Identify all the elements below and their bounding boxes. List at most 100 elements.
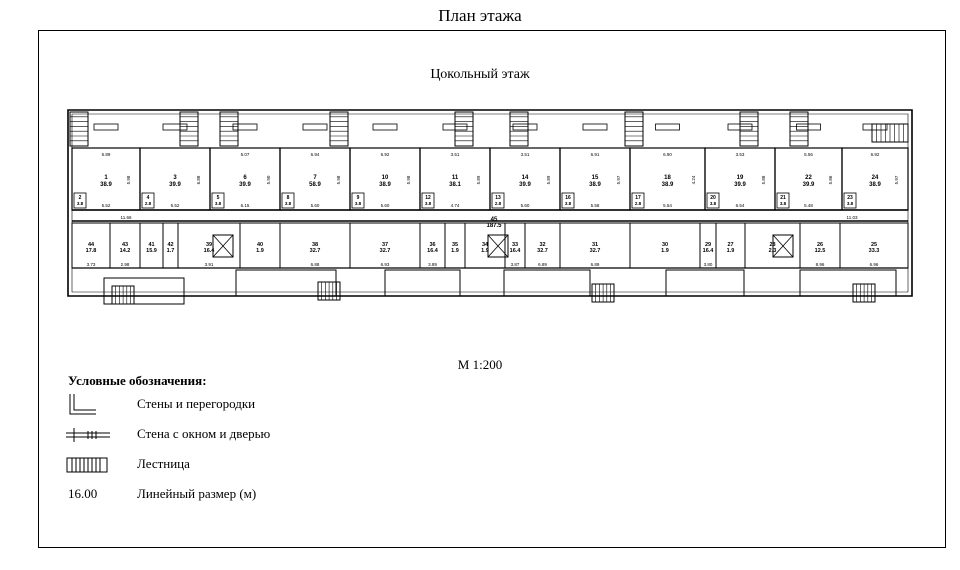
room-20-outline (706, 192, 720, 209)
room-33-number: 33 (512, 242, 518, 248)
room-22-number: 22 (805, 175, 812, 181)
elevator-cross (772, 234, 794, 258)
wall-symbol-icon (69, 394, 96, 415)
room-5-number: 5 (217, 195, 220, 201)
room-24-outline (841, 147, 909, 211)
room-19-dim-top: 3.53 (736, 152, 745, 157)
room-33-dim-bottom: 3.87 (511, 262, 520, 267)
elevator-cross (487, 234, 509, 258)
room-2-area: 3.8 (77, 201, 84, 206)
room-20-number: 20 (710, 195, 716, 201)
room-24-dim-side: 5.97 (894, 175, 899, 184)
room-18-number: 18 (664, 175, 671, 181)
balcony (862, 123, 888, 131)
room-38-dim-bottom: 6.88 (311, 262, 320, 267)
corridor-dim-left: 11.66 (121, 215, 132, 220)
room-11-area: 38.1 (449, 182, 461, 188)
balcony (162, 123, 188, 131)
room-33-area: 16.4 (510, 248, 522, 254)
room-26-dim-bottom: 8.96 (816, 262, 825, 267)
room-6-dim-top: 5.07 (241, 152, 250, 157)
room-21-area: 3.8 (780, 201, 787, 206)
room-36-dim-bottom: 3.89 (428, 262, 437, 267)
stair-flight (179, 111, 199, 147)
room-17-outline (631, 192, 645, 209)
room-29-number: 29 (705, 242, 711, 248)
balcony (512, 123, 538, 131)
room-4-outline (141, 192, 155, 209)
room-18-dim-bottom: 5.54 (663, 203, 672, 208)
entrance-block (799, 269, 897, 297)
room-24-number: 24 (872, 175, 879, 181)
room-19-dim-bottom: 6.54 (736, 203, 745, 208)
room-35-area: 1.9 (451, 248, 459, 254)
room-23-area: 3.8 (847, 201, 854, 206)
room-12-number: 12 (425, 195, 431, 201)
room-27-number: 27 (727, 242, 733, 248)
room-22-dim-side: 5.86 (828, 175, 833, 184)
balcony (93, 123, 119, 131)
window-door-symbol-icon (66, 428, 110, 442)
room-32-area: 32.7 (537, 248, 548, 254)
room-43-number: 43 (122, 242, 128, 248)
elevator-shaft (212, 234, 234, 258)
room-40-number: 40 (257, 242, 263, 248)
balcony (582, 123, 608, 131)
room-19-number: 19 (737, 175, 744, 181)
room-40-area: 1.9 (256, 248, 264, 254)
room-36-area: 16.4 (427, 248, 439, 254)
legend-label-dimension: Линейный размер (м) (137, 486, 257, 501)
room-5-area: 3.8 (215, 201, 222, 206)
room-24-dim-top: 6.92 (871, 152, 880, 157)
floor-subtitle: Цокольный этаж (430, 67, 530, 82)
room-23-number: 23 (847, 195, 853, 201)
room-10-dim-top: 6.92 (381, 152, 390, 157)
legend-item-dimension: 16.00 Линейный размер (м) (66, 482, 466, 508)
room-7-area: 58.9 (309, 182, 321, 188)
legend-item-window-door: Стена с окном и дверью (66, 422, 466, 448)
room-3-dim-bottom: 5.52 (171, 203, 180, 208)
room-37-dim-bottom: 6.93 (381, 262, 390, 267)
room-13-outline (491, 192, 505, 209)
legend-title: Условные обозначения: (68, 373, 207, 388)
room-22-dim-top: 5.56 (804, 152, 813, 157)
corridor-number: 45 (491, 217, 498, 223)
stair-flight (509, 111, 529, 147)
room-7-dim-side: 5.98 (336, 175, 341, 184)
entrance-block (503, 269, 591, 297)
elevator-cross (212, 234, 234, 258)
room-9-area: 3.8 (355, 201, 362, 206)
room-37-area: 32.7 (380, 248, 391, 254)
room-38-area: 32.7 (310, 248, 321, 254)
room-5-outline (211, 192, 225, 209)
room-11-number: 11 (452, 175, 459, 181)
elevator-shaft (487, 234, 509, 258)
corridor-dim-right: 11.03 (847, 215, 858, 220)
room-44-dim-bottom: 3.73 (87, 262, 96, 267)
room-2-outline (73, 192, 87, 209)
stair-flight (789, 111, 809, 147)
scale-label: М 1:200 (457, 357, 503, 372)
room-17-area: 2.8 (635, 201, 642, 206)
room-31-number: 31 (592, 242, 598, 248)
room-8-outline (281, 192, 295, 209)
room-39-area: 16.4 (204, 248, 216, 254)
room-11-dim-bottom: 4.74 (451, 203, 460, 208)
room-1-dim-side: 5.98 (126, 175, 131, 184)
legend-label-walls: Стены и перегородки (137, 396, 256, 411)
room-3-area: 39.9 (169, 182, 181, 188)
room-26-area: 12.5 (815, 248, 826, 254)
room-15-area: 38.9 (589, 182, 601, 188)
room-7-number: 7 (313, 175, 317, 181)
stair-flight (329, 111, 349, 147)
room-32-dim-bottom: 6.89 (538, 262, 547, 267)
balcony (655, 123, 680, 131)
room-12-outline (421, 192, 435, 209)
room-24-area: 38.9 (869, 182, 881, 188)
room-37-number: 37 (382, 242, 388, 248)
room-6-area: 39.9 (239, 182, 251, 188)
room-13-number: 13 (495, 195, 501, 201)
room-30-area: 1.9 (661, 248, 669, 254)
stair-flight (739, 111, 759, 147)
